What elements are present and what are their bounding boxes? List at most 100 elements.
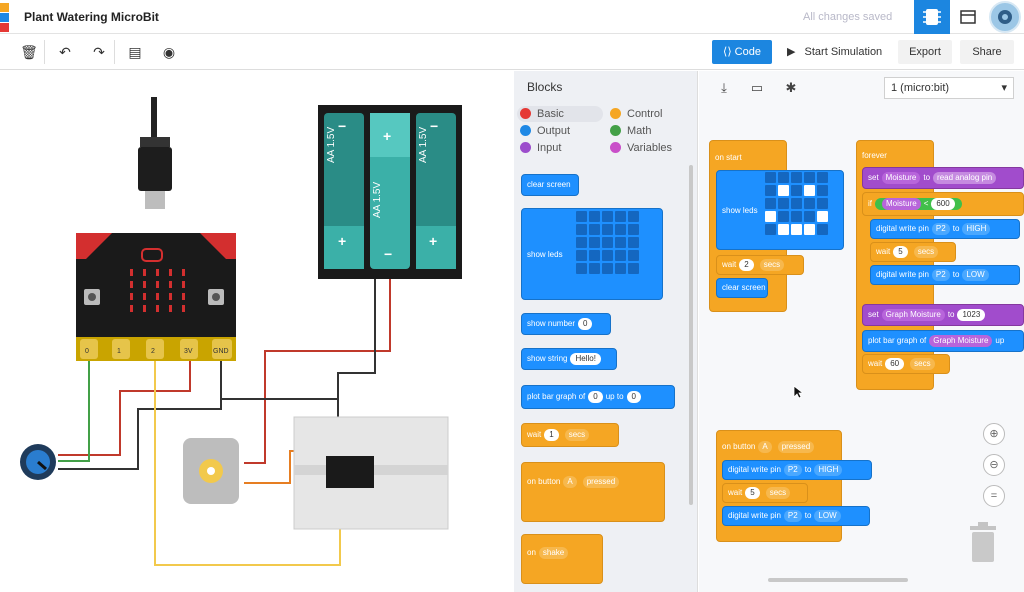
- operator-label: <: [923, 199, 929, 208]
- circuit-drawing[interactable]: [0, 71, 514, 592]
- debug-bug-icon[interactable]: ✱: [785, 80, 797, 95]
- user-avatar[interactable]: [989, 1, 1021, 33]
- wait-input[interactable]: 60: [885, 358, 905, 370]
- button-dropdown[interactable]: A: [563, 476, 577, 488]
- palette-clear-screen[interactable]: clear screen: [521, 174, 579, 196]
- unit-dropdown[interactable]: secs: [564, 429, 590, 441]
- block-label: show number: [527, 319, 576, 328]
- button-dropdown[interactable]: A: [758, 441, 772, 453]
- event-dropdown[interactable]: pressed: [582, 476, 620, 488]
- trash-icon[interactable]: [966, 520, 1000, 564]
- unit-dropdown[interactable]: secs: [913, 246, 939, 258]
- zoom-out-button[interactable]: ⊖: [983, 454, 1005, 476]
- ws-show-leds[interactable]: show leds: [716, 170, 844, 250]
- event-dropdown[interactable]: pressed: [777, 441, 815, 453]
- string-input[interactable]: Hello!: [570, 353, 601, 365]
- threshold-input[interactable]: 600: [931, 198, 955, 210]
- zoom-out-icon: ⊖: [989, 459, 999, 471]
- ws-led-grid[interactable]: [765, 172, 828, 235]
- unit-dropdown[interactable]: secs: [910, 358, 935, 370]
- wait-input[interactable]: 5: [745, 487, 760, 499]
- category-math[interactable]: Math: [610, 125, 651, 137]
- block-label: to: [804, 511, 812, 520]
- block-label: up to: [605, 392, 624, 401]
- blocks-scrollbar[interactable]: [689, 165, 693, 505]
- palette-show-leds[interactable]: show leds: [521, 208, 663, 300]
- eye-icon[interactable]: ◉: [162, 44, 176, 60]
- schematic-view-button[interactable]: [951, 0, 985, 34]
- delete-icon[interactable]: 🗑: [20, 44, 38, 60]
- variable-dropdown[interactable]: Moisture: [881, 172, 921, 184]
- category-output[interactable]: Output: [520, 125, 570, 137]
- pin-dropdown[interactable]: P2: [931, 269, 950, 281]
- download-icon[interactable]: ⤓: [721, 80, 727, 95]
- variable-pill[interactable]: Graph Moisture: [929, 335, 993, 347]
- device-select[interactable]: 1 (micro:bit)▾: [884, 77, 1014, 99]
- circuit-view-button[interactable]: [914, 0, 950, 34]
- zoom-in-button[interactable]: ⊕: [983, 423, 1005, 445]
- gesture-dropdown[interactable]: shake: [538, 547, 569, 559]
- value-input[interactable]: 1023: [957, 309, 986, 321]
- number-input[interactable]: 0: [578, 318, 593, 330]
- workspace-scrollbar[interactable]: [768, 578, 908, 582]
- notes-icon[interactable]: ▤: [128, 44, 142, 60]
- code-label: Code: [734, 46, 761, 58]
- block-label: show leds: [722, 206, 758, 215]
- max-input[interactable]: 0: [626, 391, 641, 403]
- category-basic[interactable]: Basic: [520, 108, 564, 120]
- compare-block[interactable]: Moisture<600: [875, 198, 962, 210]
- level-dropdown[interactable]: HIGH: [814, 464, 843, 476]
- share-button[interactable]: Share: [960, 40, 1014, 64]
- variable-pill[interactable]: Moisture: [882, 198, 921, 210]
- level-dropdown[interactable]: HIGH: [962, 223, 991, 235]
- redo-icon[interactable]: ↷: [93, 44, 105, 60]
- category-input[interactable]: Input: [520, 142, 561, 154]
- unit-dropdown[interactable]: secs: [765, 487, 791, 499]
- palette-led-grid[interactable]: [576, 211, 639, 274]
- pin-dropdown[interactable]: P2: [783, 510, 802, 522]
- play-icon: ▶: [787, 46, 796, 58]
- pin-label-2: 2: [151, 348, 155, 355]
- battery-label-2: AA 1.5V: [372, 181, 383, 219]
- value-input[interactable]: 0: [588, 391, 603, 403]
- unit-dropdown[interactable]: secs: [759, 259, 785, 271]
- wait-input[interactable]: 5: [893, 246, 908, 258]
- ws-clear-screen[interactable]: clear screen: [716, 278, 768, 298]
- zoom-reset-button[interactable]: =: [983, 485, 1005, 507]
- category-variables[interactable]: Variables: [610, 142, 672, 154]
- tinkercad-logo[interactable]: [0, 3, 12, 32]
- undo-icon[interactable]: ↶: [59, 44, 71, 60]
- start-simulation-button[interactable]: ▶ Start Simulation: [781, 40, 889, 64]
- variable-dropdown[interactable]: Graph Moisture: [881, 309, 945, 321]
- library-icon[interactable]: ▭: [750, 80, 764, 95]
- project-title[interactable]: Plant Watering MicroBit: [24, 10, 159, 24]
- read-analog-block[interactable]: read analog pin: [933, 172, 997, 184]
- level-dropdown[interactable]: LOW: [814, 510, 841, 522]
- pin-dropdown[interactable]: P2: [783, 464, 802, 476]
- category-control[interactable]: Control: [610, 108, 662, 120]
- level-dropdown[interactable]: LOW: [962, 269, 989, 281]
- code-button[interactable]: ⟨⟩ Code: [712, 40, 772, 64]
- export-button[interactable]: Export: [898, 40, 952, 64]
- pin-dropdown[interactable]: P2: [931, 223, 950, 235]
- wait-input[interactable]: 2: [739, 259, 754, 271]
- wait-input[interactable]: 1: [544, 429, 559, 441]
